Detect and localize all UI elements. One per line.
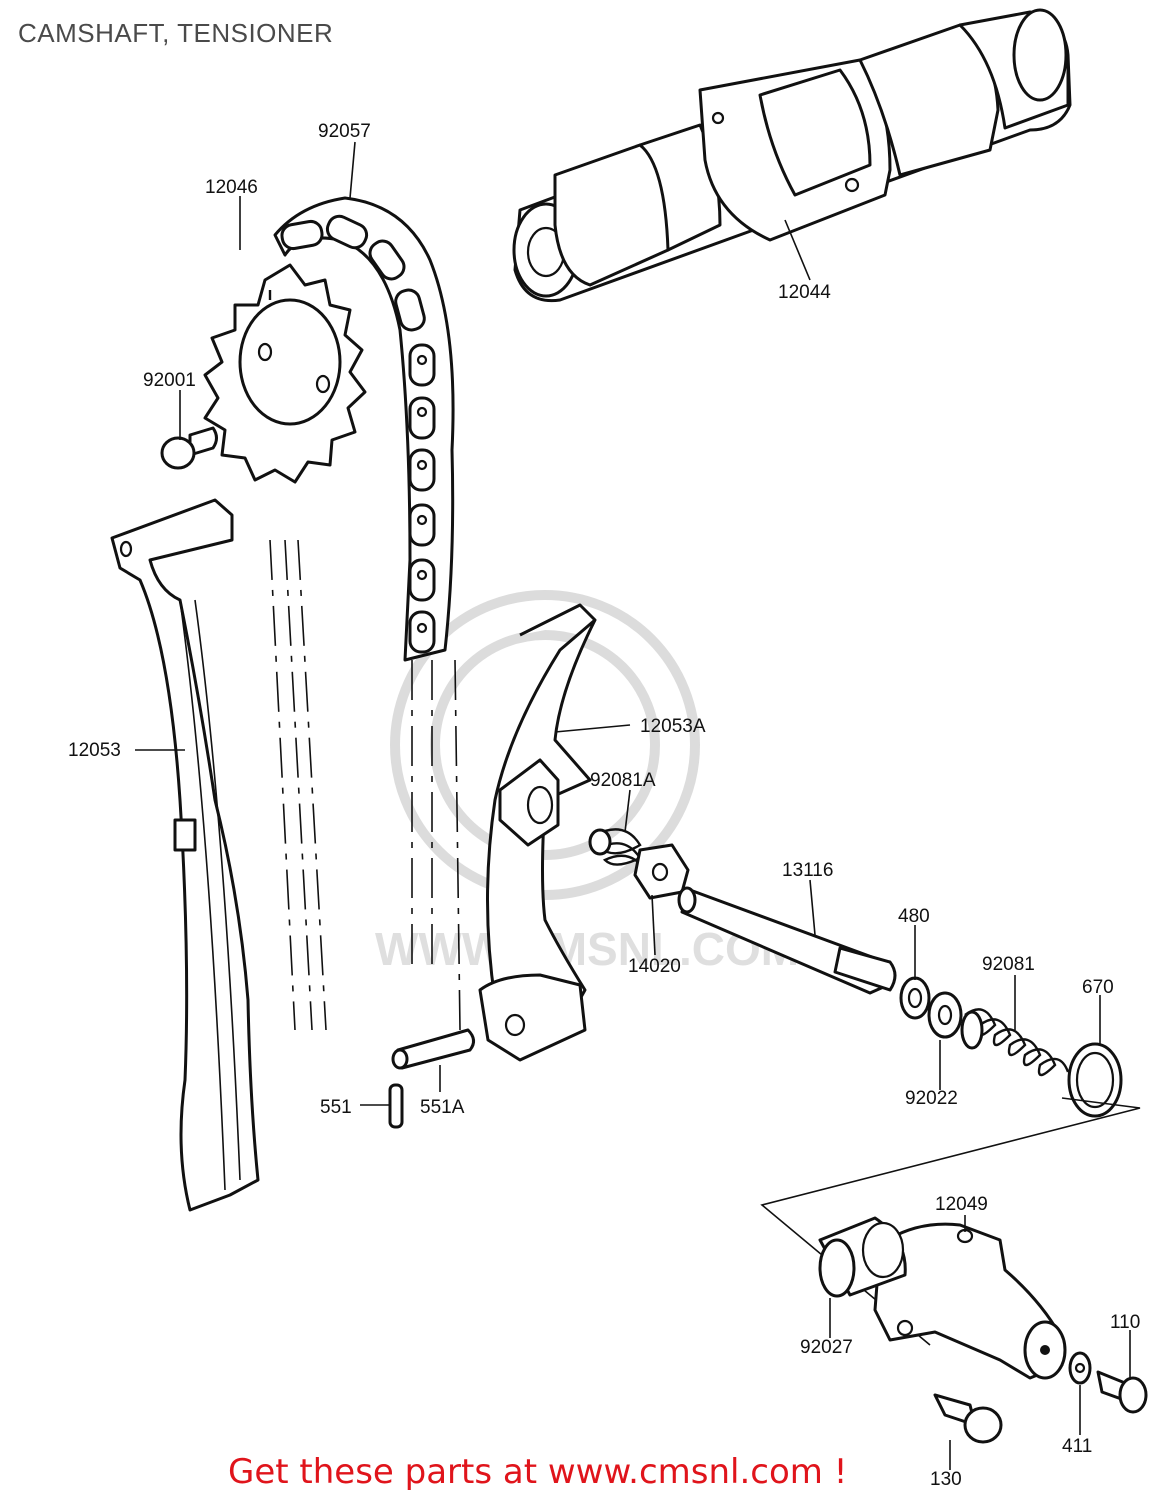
callout-12049: 12049: [935, 1194, 988, 1215]
buy-parts-link[interactable]: Get these parts at www.cmsnl.com !: [228, 1452, 848, 1492]
washer-411[interactable]: [1068, 1351, 1092, 1385]
callout-92027: 92027: [800, 1337, 853, 1358]
sleeve[interactable]: [818, 1216, 907, 1298]
callout-670: 670: [1082, 977, 1114, 998]
cam-chain[interactable]: [273, 196, 455, 662]
watermark-logo: WWW.CMSNL.COM: [375, 590, 799, 975]
callout-92081: 92081: [982, 954, 1035, 975]
callout-130: 130: [930, 1469, 962, 1490]
page-title: CAMSHAFT, TENSIONER: [18, 18, 334, 48]
bolt-130[interactable]: [933, 1393, 1003, 1444]
callout-12053: 12053: [68, 740, 121, 761]
callout-12053A: 12053A: [640, 716, 706, 737]
tensioner-arm[interactable]: [478, 603, 597, 1062]
collar[interactable]: [633, 843, 690, 900]
tensioner-rod[interactable]: [677, 886, 897, 995]
callout-12046: 12046: [205, 177, 258, 198]
washer-480[interactable]: [899, 976, 931, 1020]
chain-guide[interactable]: [110, 498, 260, 1212]
callout-551: 551: [320, 1097, 352, 1118]
spring-large[interactable]: [960, 1008, 1070, 1077]
callout-14020: 14020: [628, 956, 681, 977]
callout-110: 110: [1110, 1312, 1140, 1333]
callout-92081A: 92081A: [590, 770, 656, 791]
callout-480: 480: [898, 906, 930, 927]
callout-92001: 92001: [143, 370, 196, 391]
alignment-lines: [269, 539, 461, 1031]
bolt-110[interactable]: [1096, 1370, 1148, 1414]
pin-551A[interactable]: [391, 1028, 475, 1070]
sprocket-bolt[interactable]: [160, 426, 218, 470]
tensioner-housing[interactable]: [873, 1222, 1067, 1380]
callout-92057: 92057: [318, 121, 371, 142]
washer-92022[interactable]: [927, 991, 963, 1039]
leader-lines: [135, 141, 1131, 1470]
callout-551A: 551A: [420, 1097, 465, 1118]
gasket[interactable]: [1067, 1042, 1123, 1118]
camshaft[interactable]: [512, 8, 1072, 303]
callout-92022: 92022: [905, 1088, 958, 1109]
spring-small[interactable]: [588, 828, 646, 871]
callouts: 92057 12046 12044 92001 12053 12053A 920…: [68, 121, 1140, 1490]
callout-12044: 12044: [778, 282, 831, 303]
cam-sprocket[interactable]: [203, 263, 367, 484]
pin-551[interactable]: [388, 1083, 404, 1129]
callout-13116: 13116: [782, 860, 833, 881]
callout-411: 411: [1062, 1436, 1092, 1457]
